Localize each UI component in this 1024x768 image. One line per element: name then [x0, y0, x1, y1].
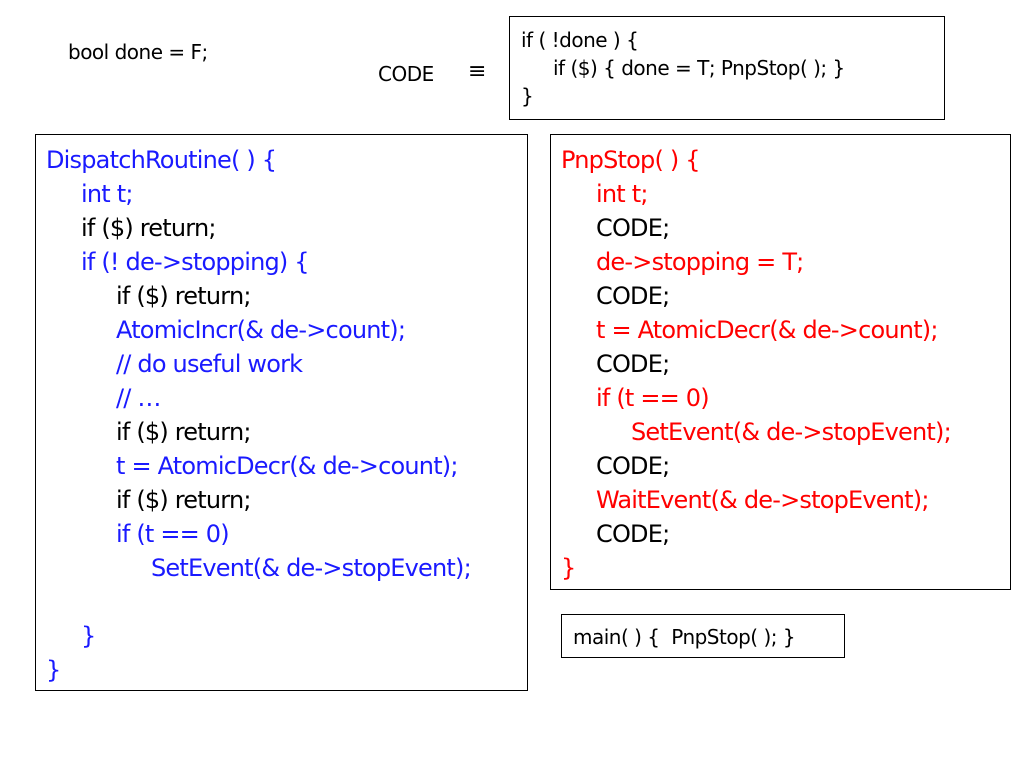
code-line: CODE; — [596, 520, 670, 548]
main-routine-box: main( ) { PnpStop( ); } — [561, 614, 845, 658]
code-line: if ( !done ) { — [521, 28, 639, 52]
code-line: if (t == 0) — [116, 520, 230, 548]
code-line: if ($) { done = T; PnpStop( ); } — [553, 56, 845, 80]
code-line: CODE; — [596, 452, 670, 480]
code-line: if ($) return; — [116, 282, 251, 310]
dispatch-routine-box: DispatchRoutine( ) { int t; if ($) retur… — [35, 134, 528, 691]
code-line: // do useful work — [116, 350, 303, 378]
code-line: WaitEvent(& de->stopEvent); — [596, 486, 929, 514]
code-line: AtomicIncr(& de->count); — [116, 316, 406, 344]
blank-line: ​ — [46, 585, 527, 619]
code-line: DispatchRoutine( ) { — [46, 146, 277, 174]
code-line: PnpStop( ) { — [561, 146, 701, 174]
global-declaration: bool done = F; — [68, 40, 208, 64]
pnpstop-routine-box: PnpStop( ) { int t; CODE; de->stopping =… — [550, 134, 1011, 590]
code-line: int t; — [596, 180, 648, 208]
code-line: if (t == 0) — [596, 384, 710, 412]
code-definition-box: if ( !done ) { if ($) { done = T; PnpSto… — [509, 16, 945, 120]
code-line: CODE; — [596, 282, 670, 310]
code-macro-label: CODE — [378, 62, 434, 86]
code-line: t = AtomicDecr(& de->count); — [116, 452, 458, 480]
code-line: } — [521, 84, 534, 108]
code-line: if ($) return; — [81, 214, 216, 242]
code-line: main( ) { PnpStop( ); } — [573, 625, 796, 649]
code-line: if (! de->stopping) { — [81, 248, 310, 276]
code-line: } — [81, 622, 96, 650]
code-line: CODE; — [596, 214, 670, 242]
code-line: } — [46, 656, 61, 684]
code-line: t = AtomicDecr(& de->count); — [596, 316, 938, 344]
code-line: if ($) return; — [116, 418, 251, 446]
code-line: } — [561, 554, 576, 582]
code-line: de->stopping = T; — [596, 248, 804, 276]
code-line: SetEvent(& de->stopEvent); — [151, 554, 472, 582]
code-line: SetEvent(& de->stopEvent); — [631, 418, 952, 446]
equivalence-symbol: ≡ — [468, 59, 487, 84]
code-line: if ($) return; — [116, 486, 251, 514]
code-line: CODE; — [596, 350, 670, 378]
code-line: int t; — [81, 180, 133, 208]
code-line: // … — [116, 384, 161, 412]
